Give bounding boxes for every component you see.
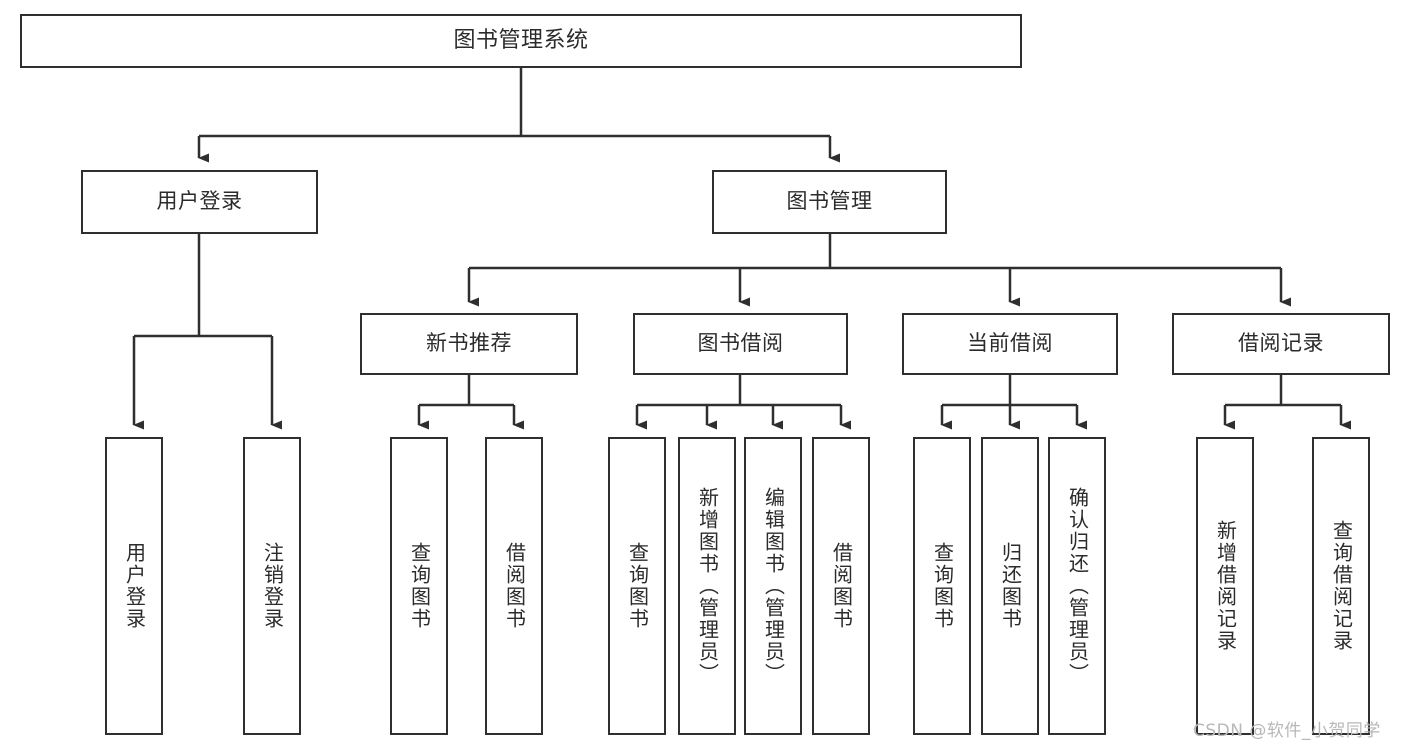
node-leaf-logout[interactable]: 注销登录 <box>243 437 301 735</box>
node-leaf-add-borrow-record[interactable]: 新增借阅记录 <box>1196 437 1254 735</box>
node-current-borrowing[interactable]: 当前借阅 <box>902 313 1118 375</box>
node-leaf-borrow-book[interactable]: 借阅图书 <box>812 437 870 735</box>
node-leaf-add-book-admin[interactable]: 新增图书（管理员） <box>678 437 736 735</box>
node-leaf-user-login[interactable]: 用户登录 <box>105 437 163 735</box>
node-book-borrowing[interactable]: 图书借阅 <box>633 313 848 375</box>
node-leaf-query-book-current[interactable]: 查询图书 <box>913 437 971 735</box>
node-user-login[interactable]: 用户登录 <box>81 170 318 234</box>
node-new-book-recommendation[interactable]: 新书推荐 <box>360 313 578 375</box>
node-leaf-return-book[interactable]: 归还图书 <box>981 437 1039 735</box>
node-leaf-confirm-return-admin[interactable]: 确认归还（管理员） <box>1048 437 1106 735</box>
csdn-watermark: CSDN @软件_小贺同学 <box>1193 721 1381 741</box>
node-leaf-query-borrow-record[interactable]: 查询借阅记录 <box>1312 437 1370 735</box>
node-leaf-borrow-book-rec[interactable]: 借阅图书 <box>485 437 543 735</box>
node-leaf-edit-book-admin[interactable]: 编辑图书（管理员） <box>744 437 802 735</box>
node-leaf-query-book-rec[interactable]: 查询图书 <box>390 437 448 735</box>
node-book-manage[interactable]: 图书管理 <box>712 170 947 234</box>
node-root-system[interactable]: 图书管理系统 <box>20 14 1022 68</box>
node-leaf-query-book-borrow[interactable]: 查询图书 <box>608 437 666 735</box>
node-borrowing-record[interactable]: 借阅记录 <box>1172 313 1390 375</box>
